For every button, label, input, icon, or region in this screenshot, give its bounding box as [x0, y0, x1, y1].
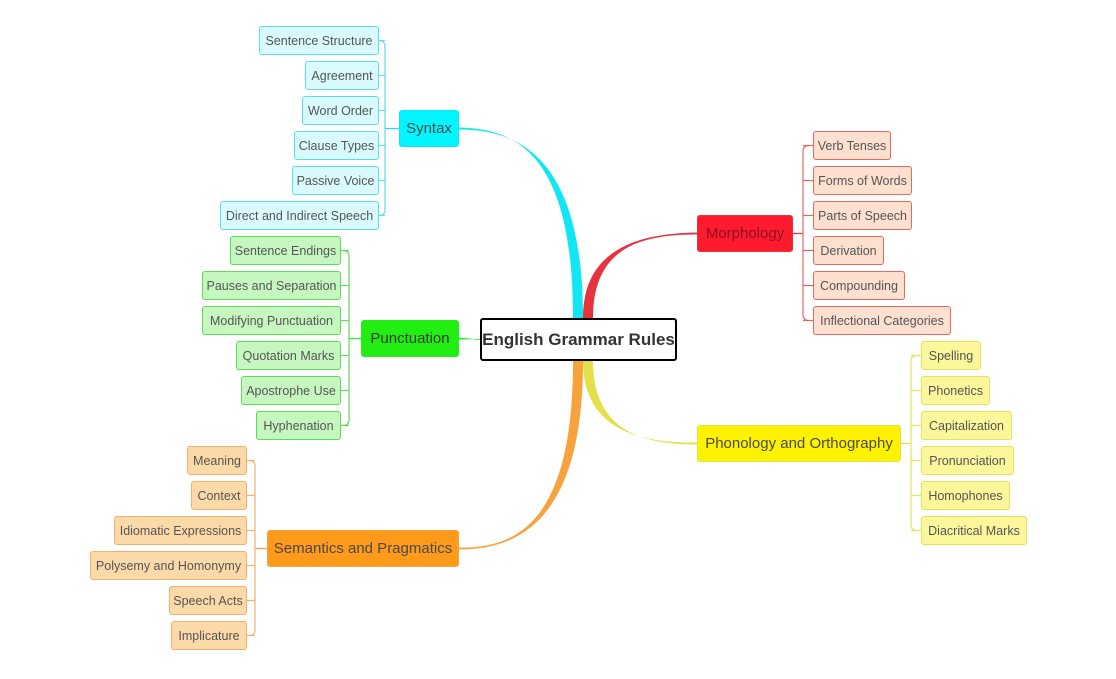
leaf-label: Context: [197, 488, 241, 503]
leaf-label: Pronunciation: [929, 453, 1006, 468]
leaf-topic[interactable]: Pauses and Separation: [202, 271, 341, 300]
leaf-label: Idiomatic Expressions: [119, 523, 242, 538]
branch-punctuation[interactable]: Punctuation: [361, 320, 459, 357]
leaf-topic[interactable]: Capitalization: [921, 411, 1012, 440]
leaf-label: Derivation: [820, 243, 877, 258]
branch-label: Semantics and Pragmatics: [273, 540, 453, 557]
leaf-topic[interactable]: Polysemy and Homonymy: [90, 551, 247, 580]
branch-label: Phonology and Orthography: [705, 435, 893, 452]
leaf-topic[interactable]: Hyphenation: [256, 411, 341, 440]
leaf-topic[interactable]: Pronunciation: [921, 446, 1014, 475]
leaf-label: Parts of Speech: [818, 208, 907, 223]
leaf-topic[interactable]: Word Order: [302, 96, 379, 125]
leaf-label: Modifying Punctuation: [210, 313, 333, 328]
leaf-label: Pauses and Separation: [206, 278, 337, 293]
branch-morphology[interactable]: Morphology: [697, 215, 793, 252]
leaf-topic[interactable]: Parts of Speech: [813, 201, 912, 230]
leaf-spine: [248, 459, 256, 637]
leaf-topic[interactable]: Quotation Marks: [236, 341, 341, 370]
leaf-topic[interactable]: Spelling: [921, 341, 981, 370]
branch-connector: [583, 361, 697, 445]
branch-connector: [459, 337, 485, 340]
leaf-label: Compounding: [820, 278, 898, 293]
leaf-label: Sentence Structure: [265, 33, 373, 48]
leaf-topic[interactable]: Context: [191, 481, 247, 510]
branch-semantics-and-pragmatics[interactable]: Semantics and Pragmatics: [267, 530, 459, 567]
leaf-topic[interactable]: Clause Types: [294, 131, 379, 160]
branch-label: Syntax: [406, 120, 452, 137]
leaf-label: Direct and Indirect Speech: [225, 208, 374, 223]
leaf-topic[interactable]: Passive Voice: [292, 166, 379, 195]
leaf-topic[interactable]: Homophones: [921, 481, 1010, 510]
leaf-label: Meaning: [193, 453, 241, 468]
leaf-label: Speech Acts: [173, 593, 243, 608]
leaf-label: Inflectional Categories: [820, 313, 944, 328]
leaf-topic[interactable]: Compounding: [813, 271, 905, 300]
leaf-label: Word Order: [307, 103, 374, 118]
branch-syntax[interactable]: Syntax: [399, 110, 459, 147]
leaf-label: Apostrophe Use: [246, 383, 336, 398]
leaf-topic[interactable]: Verb Tenses: [813, 131, 891, 160]
leaf-topic[interactable]: Speech Acts: [169, 586, 247, 615]
leaf-spine: [342, 249, 350, 427]
leaf-label: Quotation Marks: [242, 348, 335, 363]
leaf-topic[interactable]: Inflectional Categories: [813, 306, 951, 335]
leaf-topic[interactable]: Meaning: [187, 446, 247, 475]
leaf-label: Agreement: [311, 68, 373, 83]
leaf-label: Spelling: [928, 348, 974, 363]
leaf-spine: [910, 354, 918, 532]
leaf-label: Sentence Endings: [234, 243, 337, 258]
leaf-label: Verb Tenses: [817, 138, 887, 153]
leaf-label: Capitalization: [928, 418, 1005, 433]
leaf-label: Homophones: [928, 488, 1003, 503]
leaf-label: Forms of Words: [818, 173, 907, 188]
leaf-topic[interactable]: Apostrophe Use: [241, 376, 341, 405]
leaf-topic[interactable]: Diacritical Marks: [921, 516, 1027, 545]
leaf-label: Clause Types: [298, 138, 375, 153]
root-topic[interactable]: English Grammar Rules: [480, 318, 677, 361]
leaf-label: Phonetics: [928, 383, 983, 398]
leaf-spine: [378, 39, 386, 217]
leaf-topic[interactable]: Modifying Punctuation: [202, 306, 341, 335]
leaf-topic[interactable]: Phonetics: [921, 376, 990, 405]
leaf-label: Hyphenation: [263, 418, 334, 433]
leaf-topic[interactable]: Derivation: [813, 236, 884, 265]
branch-connector: [459, 361, 583, 550]
branch-label: Punctuation: [370, 330, 450, 347]
branch-connector: [583, 232, 697, 318]
leaf-label: Polysemy and Homonymy: [95, 558, 242, 573]
branch-connector: [459, 127, 583, 318]
leaf-label: Diacritical Marks: [928, 523, 1020, 538]
leaf-label: Passive Voice: [296, 173, 375, 188]
leaf-topic[interactable]: Forms of Words: [813, 166, 912, 195]
leaf-label: Implicature: [178, 628, 240, 643]
leaf-topic[interactable]: Idiomatic Expressions: [114, 516, 247, 545]
leaf-topic[interactable]: Direct and Indirect Speech: [220, 201, 379, 230]
leaf-topic[interactable]: Sentence Endings: [230, 236, 341, 265]
branch-phonology-and-orthography[interactable]: Phonology and Orthography: [697, 425, 901, 462]
leaf-topic[interactable]: Sentence Structure: [259, 26, 379, 55]
leaf-topic[interactable]: Implicature: [171, 621, 247, 650]
leaf-topic[interactable]: Agreement: [305, 61, 379, 90]
branch-label: Morphology: [705, 225, 785, 242]
leaf-spine: [802, 144, 810, 322]
root-topic-label: English Grammar Rules: [482, 329, 675, 349]
